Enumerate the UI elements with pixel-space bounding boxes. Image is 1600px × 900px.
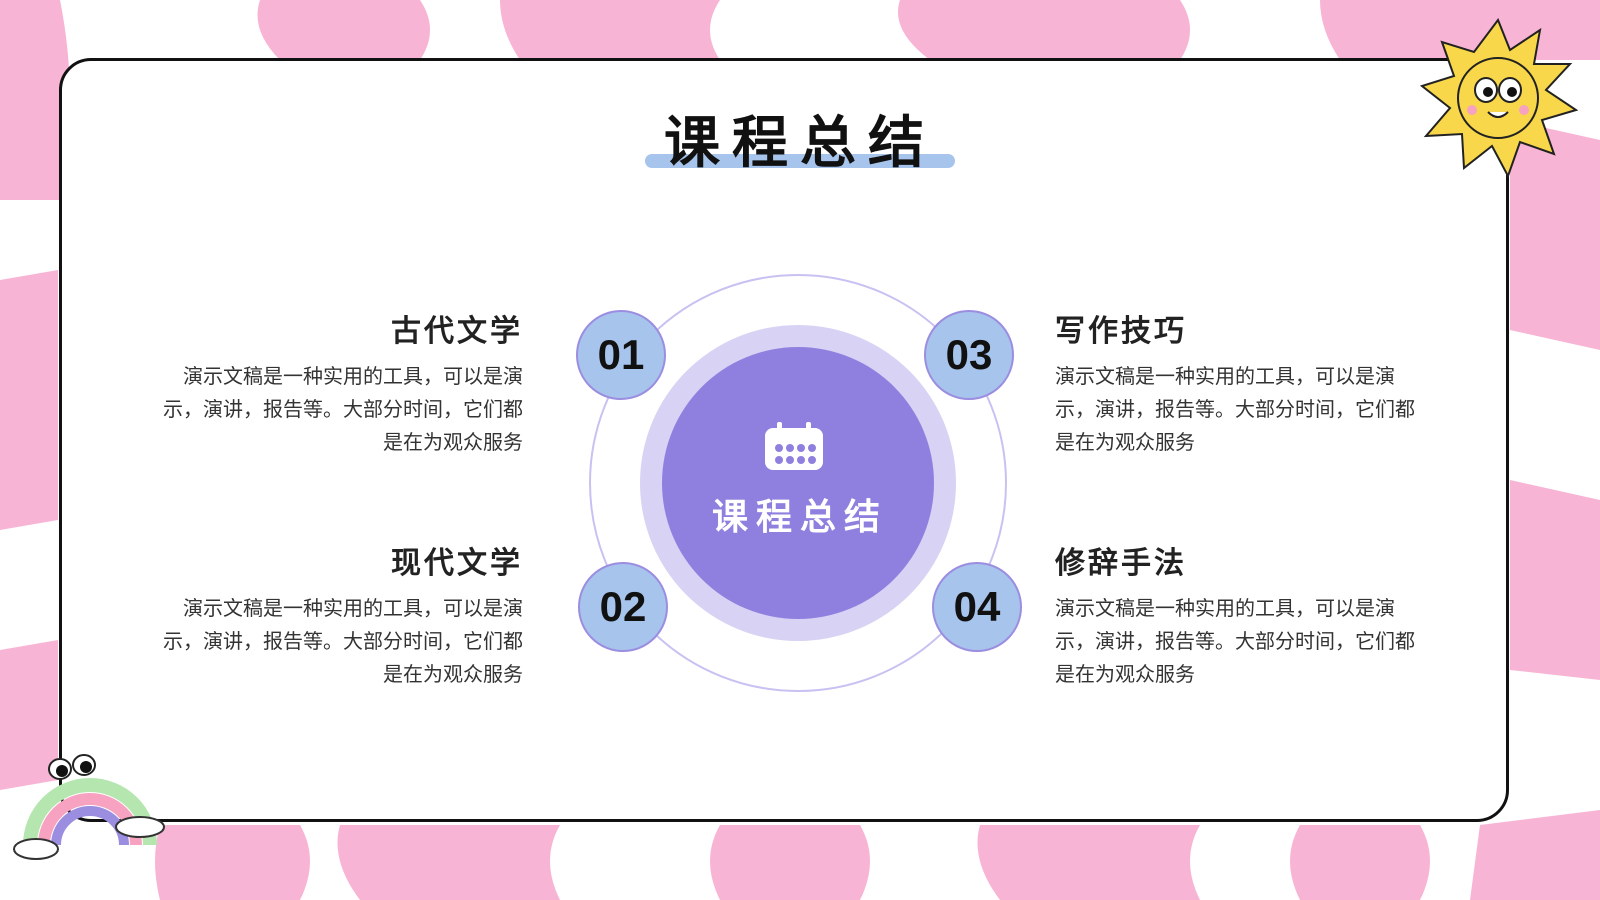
item-number-03: 03 — [924, 310, 1014, 400]
item-body-line: 示，演讲，报告等。大部分时间，它们都 — [163, 629, 523, 653]
item-body-line: 演示文稿是一种实用的工具，可以是演 — [183, 364, 523, 388]
item-body-line: 演示文稿是一种实用的工具，可以是演 — [183, 596, 523, 620]
sun-mascot-icon — [1419, 18, 1578, 178]
item-body-line: 是在为观众服务 — [383, 662, 523, 686]
title-area: 课程总结 — [0, 92, 1600, 182]
item-body-02: 演示文稿是一种实用的工具，可以是演 示，演讲，报告等。大部分时间，它们都 是在为… — [123, 592, 523, 691]
item-body-line: 示，演讲，报告等。大部分时间，它们都 — [163, 397, 523, 421]
item-number-04: 04 — [932, 562, 1022, 652]
item-body-line: 是在为观众服务 — [1055, 662, 1195, 686]
page-title: 课程总结 — [664, 111, 936, 176]
item-body-03: 演示文稿是一种实用的工具，可以是演 示，演讲，报告等。大部分时间，它们都 是在为… — [1055, 360, 1455, 459]
item-body-04: 演示文稿是一种实用的工具，可以是演 示，演讲，报告等。大部分时间，它们都 是在为… — [1055, 592, 1455, 691]
item-body-01: 演示文稿是一种实用的工具，可以是演 示，演讲，报告等。大部分时间，它们都 是在为… — [123, 360, 523, 459]
item-body-line: 示，演讲，报告等。大部分时间，它们都 — [1055, 629, 1415, 653]
outer-ring — [589, 274, 1007, 692]
item-body-line: 演示文稿是一种实用的工具，可以是演 — [1055, 596, 1395, 620]
item-title-03: 写作技巧 — [1055, 314, 1187, 349]
item-body-line: 演示文稿是一种实用的工具，可以是演 — [1055, 364, 1395, 388]
item-body-line: 示，演讲，报告等。大部分时间，它们都 — [1055, 397, 1415, 421]
calendar-icon — [765, 422, 823, 470]
item-title-02: 现代文学 — [391, 546, 523, 581]
rainbow-mascot-icon — [13, 754, 165, 860]
center-circle — [662, 347, 934, 619]
item-title-01: 古代文学 — [391, 314, 523, 349]
item-number-01: 01 — [576, 310, 666, 400]
item-body-line: 是在为观众服务 — [1055, 430, 1195, 454]
item-number-02: 02 — [578, 562, 668, 652]
item-title-04: 修辞手法 — [1055, 546, 1187, 581]
item-body-line: 是在为观众服务 — [383, 430, 523, 454]
center-label: 课程总结 — [711, 497, 888, 538]
title-underline — [645, 154, 955, 168]
